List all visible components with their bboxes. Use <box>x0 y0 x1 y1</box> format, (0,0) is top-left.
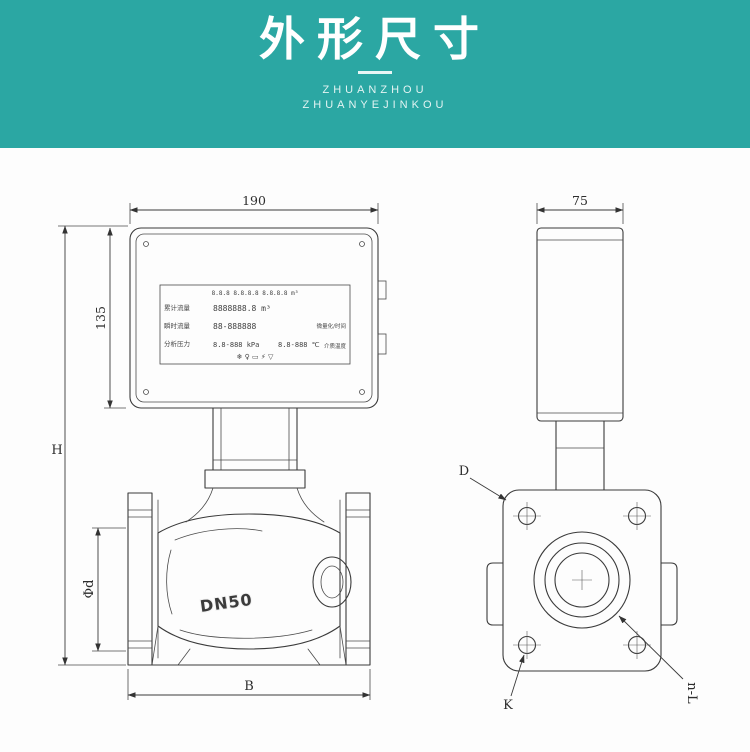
side-neck <box>555 420 605 491</box>
technical-drawing: 8.8.8 8.8.8.8 8.8.8.8 m³ 累计流量 8888888.8 … <box>51 193 699 713</box>
right-flange <box>345 492 371 666</box>
label-n-L: n-L <box>684 682 699 704</box>
lcd-row2-value: 88-888888 <box>213 322 257 331</box>
brand-line-2: ZHUANYEJINKOU <box>302 99 448 111</box>
side-view-drawing: 75 D K n-L <box>459 193 699 713</box>
title-divider <box>358 71 392 74</box>
page-title: 外形尺寸 <box>259 13 491 65</box>
left-flange <box>127 492 153 666</box>
dim-label-135: 135 <box>93 306 108 330</box>
lcd-row2-label: 瞬时流量 <box>164 321 191 330</box>
drawing-area: 8.8.8 8.8.8.8 8.8.8.8 m³ 累计流量 8888888.8 … <box>0 148 750 752</box>
dim-B: B <box>127 669 371 700</box>
label-K: K <box>503 698 513 713</box>
lcd-row3-value2: 8.8-888 ℃ <box>278 341 320 349</box>
cable-gland-top <box>377 280 387 300</box>
dim-label-190: 190 <box>242 193 266 208</box>
header-banner: 外形尺寸 ZHUANZHOU ZHUANYEJINKOU <box>0 0 750 148</box>
dim-H: H <box>51 225 126 666</box>
front-view-drawing: 8.8.8 8.8.8.8 8.8.8.8 m³ 累计流量 8888888.8 … <box>51 193 387 700</box>
leader-n-L: n-L <box>618 615 699 704</box>
cable-gland-bottom <box>377 333 387 355</box>
lcd-status-icons: ❄ ♀ ▭ ⚡ ▽ <box>237 353 274 361</box>
lcd-row2-right-label: 微量化/时间 <box>317 322 346 330</box>
dim-75: 75 <box>536 193 624 224</box>
dim-label-B: B <box>244 679 254 694</box>
dim-label-75: 75 <box>572 193 588 208</box>
screw-marks <box>143 241 365 395</box>
side-cylinder <box>536 227 624 422</box>
dim-190: 190 <box>129 193 379 224</box>
dim-label-H: H <box>51 443 62 458</box>
side-flange-plate <box>486 489 678 672</box>
leader-D: D <box>459 464 507 501</box>
lcd-row1-label: 累计流量 <box>164 303 191 312</box>
lcd-display: 8.8.8 8.8.8.8 8.8.8.8 m³ 累计流量 8888888.8 … <box>159 284 351 365</box>
lcd-row1-value: 8888888.8 m³ <box>213 304 271 313</box>
label-D: D <box>459 464 469 479</box>
valve-body: DN50 <box>127 487 371 666</box>
display-housing <box>129 227 379 409</box>
lcd-row3-right-label: 介质温度 <box>324 342 347 350</box>
bolt-holes <box>513 502 651 659</box>
dim-phi-d: Φd <box>82 527 126 652</box>
body-size-label: DN50 <box>199 590 254 616</box>
display-housing-inner <box>135 233 373 403</box>
dim-135: 135 <box>58 225 128 409</box>
dim-label-phi-d: Φd <box>82 580 97 599</box>
leader-K: K <box>503 654 525 713</box>
meter-neck <box>204 407 306 489</box>
brand-line-1: ZHUANZHOU <box>322 84 428 96</box>
lcd-top-row: 8.8.8 8.8.8.8 8.8.8.8 m³ <box>212 290 299 297</box>
lcd-row3-value: 8.8-888 kPa <box>213 341 259 349</box>
lcd-row3-label: 分析压力 <box>164 339 190 348</box>
